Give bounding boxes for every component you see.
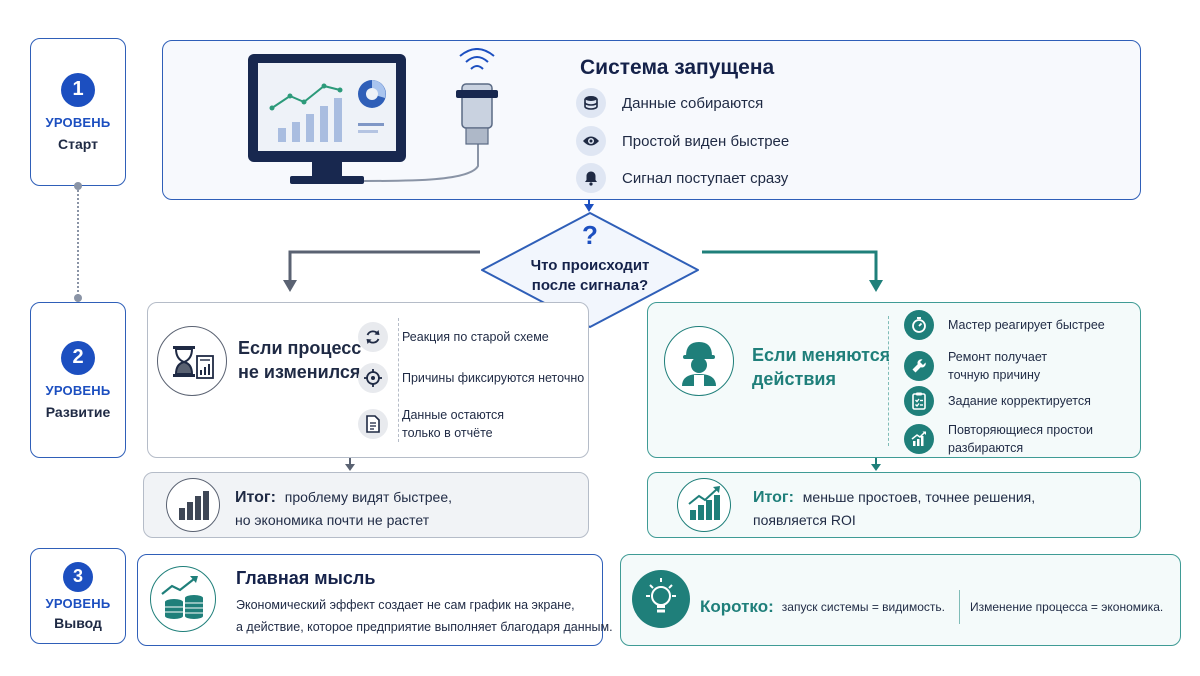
right-item-text: Повторяющиеся простои разбираются [948,421,1093,457]
level-card-start: 1 УРОВЕНЬ Старт [30,38,126,186]
divider [888,316,889,446]
right-item: Задание корректируется [904,386,1091,416]
left-item: Причины фиксируются неточно [358,363,584,393]
left-branch-title: Если процесс не изменился [238,336,361,384]
target-icon [358,363,388,393]
left-item: Реакция по старой схеме [358,322,549,352]
item-line: точную причину [948,368,1041,382]
level-label: УРОВЕНЬ [45,382,111,398]
item-line: только в отчёте [402,426,493,440]
item-line: разбираются [948,441,1024,455]
level-label: УРОВЕНЬ [45,595,111,611]
item-line: Повторяющиеся простои [948,423,1093,437]
result-label: Итог: [235,489,276,506]
decision-line: после сигнала? [531,277,649,294]
start-item-text: Простой виден быстрее [622,132,790,150]
right-item: Ремонт получает точную причину [904,348,1047,384]
level-number: 3 [63,561,93,592]
short-part-1: запуск системы = видимость. [781,600,945,614]
main-idea-line: Экономический эффект создает не сам граф… [236,598,575,612]
branch-title-line: Если меняются [752,345,891,365]
start-item: Простой виден быстрее [576,126,789,156]
system-started-title: Система запущена [580,56,775,79]
level-number: 1 [61,72,95,107]
actions-changed-box [647,302,1141,458]
left-item: Данные остаются только в отчёте [358,406,504,442]
level-card-conclusion: 3 УРОВЕНЬ Вывод [30,548,126,644]
branch-title-line: действия [752,369,836,389]
start-item: Данные собираются [576,88,763,118]
main-idea-line: а действие, которое предприятие выполняе… [236,620,613,634]
start-item-text: Данные собираются [622,94,764,112]
connector-dot [74,182,82,190]
start-item: Сигнал поступает сразу [576,163,788,193]
left-result-text: Итог: проблему видят быстрее, но экономи… [235,486,452,531]
right-item-text: Задание корректируется [948,392,1091,410]
level-number: 2 [61,340,95,375]
branch-title-line: Если процесс [238,338,362,358]
hourglass-report-icon [157,326,227,396]
right-item-text: Мастер реагирует быстрее [948,316,1105,334]
level-card-development: 2 УРОВЕНЬ Развитие [30,302,126,458]
level-connector [77,186,79,300]
connector-dot [74,294,82,302]
bar-chart-icon [166,478,220,532]
divider [398,318,399,442]
left-item-text: Реакция по старой схеме [402,328,549,346]
item-line: Ремонт получает [948,350,1048,364]
result-line: меньше простоев, точнее решения, [802,489,1036,505]
decision-diamond [481,212,699,328]
checklist-icon [904,386,934,416]
right-item: Повторяющиеся простои разбираются [904,421,1093,457]
left-item-text: Причины фиксируются неточно [402,369,584,387]
short-part-2: Изменение процесса = экономика. [969,600,1164,614]
eye-icon [576,126,606,156]
decision-line: Что происходит [530,257,650,274]
refresh-icon [358,322,388,352]
branch-title-line: не изменился [238,362,361,382]
chart-up-icon [904,424,934,454]
left-item-text: Данные остаются только в отчёте [402,406,504,442]
short-divider [958,590,960,624]
result-label: Итог: [753,489,794,506]
start-item-text: Сигнал поступает сразу [622,169,789,187]
right-branch-title: Если меняются действия [752,343,890,391]
lightbulb-icon [632,570,690,628]
monitor-illustration [248,48,498,184]
growth-chart-icon [677,478,731,532]
decision-text: Что происходит после сигнала? [478,256,702,296]
right-result-text: Итог: меньше простоев, точнее решения, п… [753,486,1035,531]
item-line: Данные остаются [402,408,505,422]
worker-icon [664,326,734,396]
result-line: появляется ROI [753,512,856,528]
item-line: Задание корректируется [948,394,1091,408]
result-line: проблему видят быстрее, [284,489,453,505]
right-item: Мастер реагирует быстрее [904,310,1105,340]
question-mark-icon: ? [582,220,598,250]
wrench-icon [904,351,934,381]
item-line: Реакция по старой схеме [402,330,549,344]
level-name: Развитие [45,403,111,420]
right-item-text: Ремонт получает точную причину [948,348,1047,384]
money-growth-icon [150,566,216,632]
item-line: Мастер реагирует быстрее [948,318,1105,332]
bell-icon [576,163,606,193]
short-label: Коротко: [700,597,774,616]
item-line: Причины фиксируются неточно [402,371,585,385]
result-line: но экономика почти не растет [235,512,430,528]
short-summary-text: Коротко: запуск системы = видимость. Изм… [700,590,1163,624]
short-summary-box [620,554,1181,646]
level-label: УРОВЕНЬ [45,114,111,130]
document-icon [358,409,388,439]
main-idea-title: Главная мысль [236,568,376,588]
level-name: Вывод [54,614,102,631]
level-name: Старт [58,135,98,152]
stopwatch-icon [904,310,934,340]
database-icon [576,88,606,118]
main-idea-text: Экономический эффект создает не сам граф… [236,594,613,638]
